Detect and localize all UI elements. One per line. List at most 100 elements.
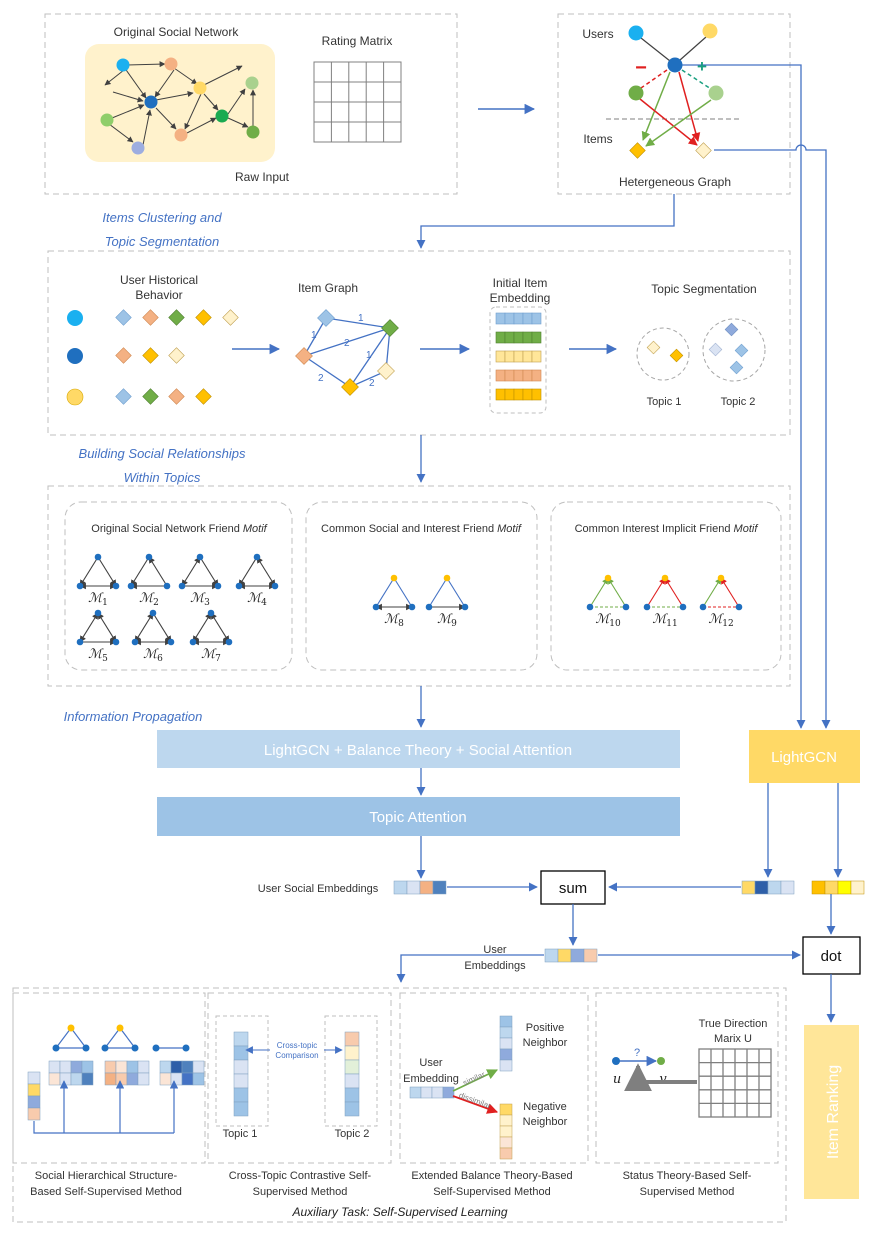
embedding-cell bbox=[137, 1060, 150, 1074]
embedding-cell bbox=[522, 312, 533, 325]
embedding-cell bbox=[495, 331, 506, 344]
motifs-panel: Original Social Network Friend Motif Com… bbox=[47, 485, 791, 687]
item-node bbox=[629, 142, 646, 159]
embedding-cell bbox=[192, 1072, 205, 1086]
center-user-node bbox=[667, 57, 683, 73]
negative-user-node bbox=[628, 85, 644, 101]
topic-segmentation-label: Topic Segmentation bbox=[651, 282, 756, 296]
direction-question: ? bbox=[634, 1047, 640, 1059]
embedding-cell bbox=[499, 1037, 513, 1050]
motif-edge bbox=[79, 612, 99, 643]
motif-node bbox=[408, 603, 416, 611]
embedding-cell bbox=[495, 312, 506, 325]
embedding-cell bbox=[115, 1072, 128, 1086]
embedding-cell bbox=[499, 1114, 513, 1127]
user-embeddings-label-2: Embeddings bbox=[464, 960, 526, 972]
embedding-cell bbox=[48, 1072, 61, 1086]
aux-title: Auxiliary Task: Self-Supervised Learning bbox=[292, 1205, 508, 1219]
embedding-cell bbox=[126, 1072, 139, 1086]
embedding-cell bbox=[531, 388, 542, 401]
embedding-box bbox=[489, 306, 547, 414]
embedding-cell bbox=[513, 369, 524, 382]
node-v-label: v bbox=[659, 1072, 667, 1087]
network-node bbox=[144, 95, 158, 109]
aux-method-4-caption-2: Supervised Method bbox=[640, 1186, 735, 1198]
user-to-lightgcn-arrow bbox=[785, 64, 806, 729]
embedding-cell bbox=[522, 369, 533, 382]
network-node bbox=[164, 57, 178, 71]
item-node bbox=[695, 142, 712, 159]
embedding-cell bbox=[495, 388, 506, 401]
motif-node bbox=[372, 603, 380, 611]
embedding-cell bbox=[233, 1087, 249, 1103]
motif-node bbox=[94, 553, 102, 561]
network-node bbox=[193, 81, 207, 95]
rating-matrix-grid bbox=[313, 61, 402, 143]
embedding-cell bbox=[531, 350, 542, 363]
embedding-cell bbox=[495, 350, 506, 363]
motif-node bbox=[131, 638, 139, 646]
embedding-cell bbox=[513, 350, 524, 363]
hierarchical-structure-illustration bbox=[27, 1024, 205, 1134]
history-user-2 bbox=[67, 348, 83, 364]
motif-edge bbox=[646, 577, 666, 608]
edge-weight: 1 bbox=[358, 313, 364, 324]
lightgcn-balance-bar-label: LightGCN + Balance Theory + Social Atten… bbox=[264, 742, 572, 759]
embedding-cell bbox=[431, 1086, 444, 1099]
motif-label: ℳ9 bbox=[437, 612, 457, 629]
embedding-cell bbox=[181, 1060, 194, 1074]
sum-box bbox=[540, 870, 606, 905]
embedding-cell bbox=[409, 1086, 422, 1099]
graph-item-node bbox=[377, 362, 395, 380]
motif-node bbox=[235, 582, 243, 590]
network-node bbox=[116, 58, 130, 72]
embedding-cell bbox=[81, 1060, 94, 1074]
embedding-cell bbox=[344, 1073, 360, 1089]
embedding-cell bbox=[159, 1072, 172, 1086]
embedding-cell bbox=[59, 1072, 72, 1086]
social-network-graph bbox=[104, 61, 256, 146]
user-embedding-to-aux-arrow bbox=[396, 954, 544, 983]
raw-input-border bbox=[44, 13, 458, 195]
embedding-cell bbox=[70, 1072, 83, 1086]
graph-item-node bbox=[295, 347, 313, 365]
embedding-cell bbox=[531, 369, 542, 382]
cross-topic-label-1: Cross-topic bbox=[277, 1041, 317, 1050]
motif-edge bbox=[375, 577, 395, 608]
motif-label: ℳ8 bbox=[384, 612, 404, 629]
network-node bbox=[174, 128, 188, 142]
network-node bbox=[215, 109, 229, 123]
sum-label: sum bbox=[559, 880, 587, 897]
embedding-cell bbox=[522, 388, 533, 401]
motif-node bbox=[679, 603, 687, 611]
embedding-cell bbox=[420, 1086, 433, 1099]
aux-method-3-caption-2: Self-Supervised Method bbox=[433, 1186, 550, 1198]
motif-node bbox=[443, 574, 451, 582]
true-direction-label-1: True Direction bbox=[699, 1018, 768, 1030]
motif-edge bbox=[238, 556, 258, 587]
clustering-panel: User Historical Behavior Item Graph Init… bbox=[47, 250, 791, 436]
motif-node bbox=[661, 574, 669, 582]
motif-edge bbox=[702, 577, 722, 608]
motif-node bbox=[178, 582, 186, 590]
embedding-cell bbox=[513, 331, 524, 344]
embedding-cell bbox=[499, 1059, 513, 1072]
motif-node bbox=[149, 609, 157, 617]
item-graph-weights: 1 1 2 2 1 2 bbox=[311, 313, 375, 389]
embedding-cell bbox=[442, 1086, 455, 1099]
embedding-cell bbox=[344, 1031, 360, 1047]
embedding-cell bbox=[495, 369, 506, 382]
embedding-cell bbox=[115, 1060, 128, 1074]
history-items bbox=[115, 309, 239, 405]
aux-method-1-box bbox=[12, 992, 206, 1164]
motif-edge bbox=[256, 556, 276, 587]
motif-edge bbox=[97, 556, 117, 587]
motif-node bbox=[167, 638, 175, 646]
motif-node bbox=[225, 638, 233, 646]
embedding-cell bbox=[159, 1060, 172, 1074]
user-node bbox=[702, 23, 718, 39]
user-embedding-vector bbox=[544, 948, 598, 963]
network-node bbox=[100, 113, 114, 127]
